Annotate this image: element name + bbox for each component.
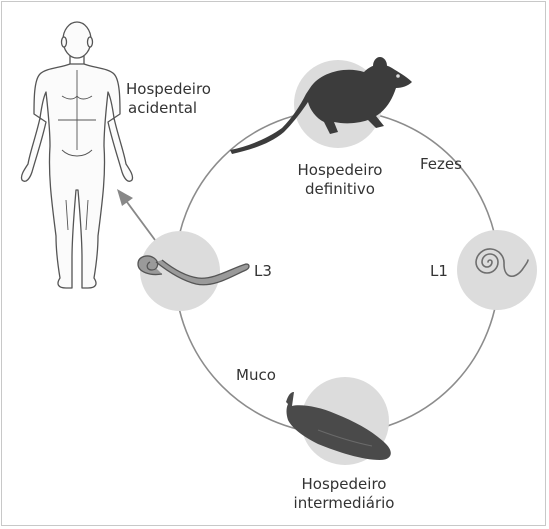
- arrow-icon: [117, 189, 155, 240]
- definitive-host-label: Hospedeiro definitivo: [288, 161, 392, 199]
- accidental-host-label-line2: acidental: [128, 99, 211, 118]
- l1-stage-bubble: [457, 230, 537, 310]
- accidental-host-label-line1: Hospedeiro: [126, 80, 211, 99]
- definitive-host-label-line2: definitivo: [288, 180, 392, 199]
- feces-label: Fezes: [420, 155, 462, 174]
- definitive-host-label-line1: Hospedeiro: [288, 161, 392, 180]
- l3-label: L3: [254, 262, 272, 281]
- intermediate-host-label: Hospedeiro intermediário: [272, 475, 416, 513]
- human-figure-icon: [21, 22, 132, 288]
- intermediate-host-label-line2: intermediário: [272, 494, 416, 513]
- intermediate-host-label-line1: Hospedeiro: [272, 475, 416, 494]
- l1-label: L1: [430, 262, 448, 281]
- mucus-label: Muco: [236, 366, 276, 385]
- accidental-host-label: Hospedeiro acidental: [126, 80, 211, 118]
